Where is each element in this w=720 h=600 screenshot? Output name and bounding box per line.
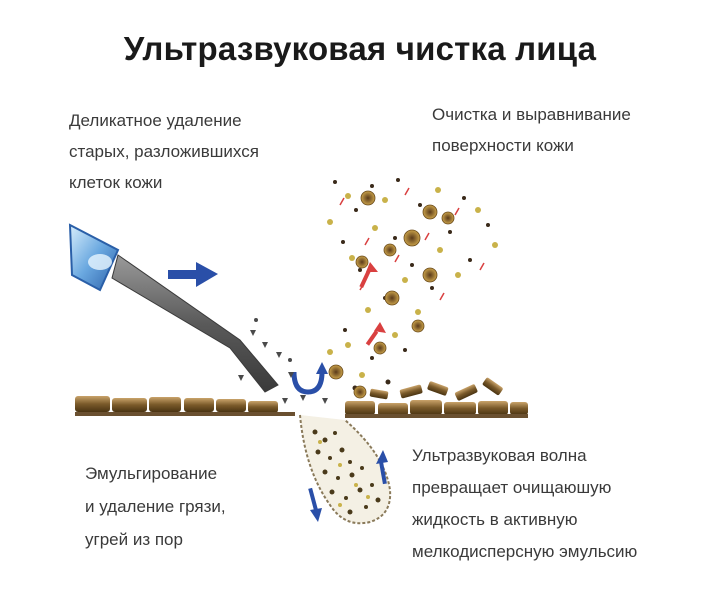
arrow-up-red-icon [359,262,378,289]
label-line: Эмульгирование [85,464,218,483]
label-exfoliation: Деликатное удаление старых, разложившихс… [69,105,259,198]
ultrasonic-device [68,223,279,393]
arrow-right-icon [168,262,218,287]
label-line: Деликатное удаление [69,111,242,130]
exfoliated-particles [238,318,328,404]
label-surface-cleaning: Очистка и выравнивание поверхности кожи [432,99,631,161]
label-line: жидкость в активную [412,510,578,529]
label-line: старых, разложившихся [69,142,259,161]
arrow-down-icon [308,487,322,522]
arrow-up-icon [376,450,388,485]
label-emulsification: Эмульгирование и удаление грязи, угрей и… [85,457,226,556]
label-line: мелкодисперсную эмульсию [412,542,638,561]
label-line: поверхности кожи [432,136,574,155]
arrow-up-red-icon [365,322,386,346]
skin-layer [75,377,528,418]
label-line: и удаление грязи, [85,497,226,516]
label-line: превращает очищаюшую [412,478,612,497]
diagram-title: Ультразвуковая чистка лица [123,30,597,67]
label-line: угрей из пор [85,530,183,549]
label-line: Очистка и выравнивание [432,105,631,124]
emulsion-particles [327,178,498,399]
label-ultrasound-wave: Ультразвуковая волна превращает очищаюшу… [412,440,637,568]
u-turn-arrow-icon [291,362,328,395]
label-line: клеток кожи [69,173,163,192]
label-line: Ультразвуковая волна [412,446,587,465]
